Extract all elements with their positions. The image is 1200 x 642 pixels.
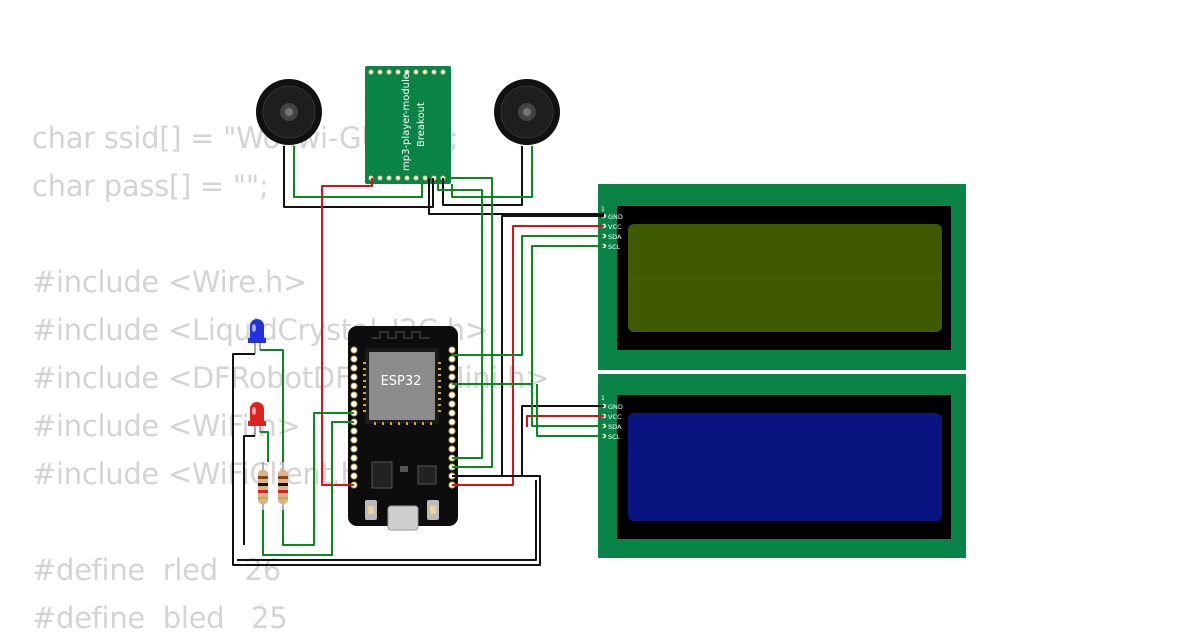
code-line: char pass[] = ""; [32,169,269,203]
led-red[interactable] [248,402,266,436]
wire[interactable] [437,178,483,459]
resistor-1[interactable] [258,462,268,510]
wire[interactable] [260,431,269,462]
wire[interactable] [521,405,604,476]
wires [232,146,604,566]
wire[interactable] [283,146,434,208]
wire[interactable] [293,146,423,198]
wire[interactable] [526,415,604,427]
lcd-bottom-pin1: 1 [601,395,605,402]
lcd-bottom-screen [628,413,942,521]
wire[interactable] [243,435,255,545]
lcd-bottom[interactable]: 1 GND VCC SDA SCL [598,374,966,558]
wire[interactable] [260,349,284,462]
pin-label: SCL [608,243,621,251]
lcd-top-pin1: 1 [601,206,605,213]
led-blue[interactable] [248,319,266,354]
pin-label: GND [608,403,623,411]
lcd-top[interactable]: 1 GND VCC SDA SCL [598,184,966,370]
speaker-right[interactable] [494,79,560,145]
wire[interactable] [237,480,537,561]
pin-label: SDA [608,423,622,431]
resistor-2[interactable] [278,462,288,510]
pin-label: GND [608,213,623,221]
wire[interactable] [262,421,354,556]
wire[interactable] [232,353,541,566]
wire[interactable] [452,245,604,385]
wire[interactable] [531,355,604,427]
mp3-label-line1: mp3-player-module [401,73,412,171]
pin-label: SCL [608,433,621,441]
code-line: #define rled 26 [32,553,281,587]
mp3-player-module[interactable]: mp3-player-module Breakout [365,66,451,184]
code-line: #define bled 25 [32,601,288,635]
code-line: #include <Wire.h> [32,265,307,299]
wire[interactable] [452,235,604,356]
pin-label: VCC [608,413,622,421]
wire[interactable] [536,384,604,437]
wire[interactable] [282,412,354,546]
esp32-board[interactable]: ESP32 [348,326,458,531]
usb-port [387,505,419,531]
pin-label: SDA [608,233,622,241]
wire[interactable] [446,177,493,468]
wire[interactable] [428,178,604,215]
speaker-left[interactable] [256,79,322,145]
mp3-label-line2: Breakout [416,102,427,147]
esp32-label: ESP32 [381,374,422,389]
pin-label: VCC [608,223,622,231]
code-line: #include <WiFi.h> [32,409,301,443]
